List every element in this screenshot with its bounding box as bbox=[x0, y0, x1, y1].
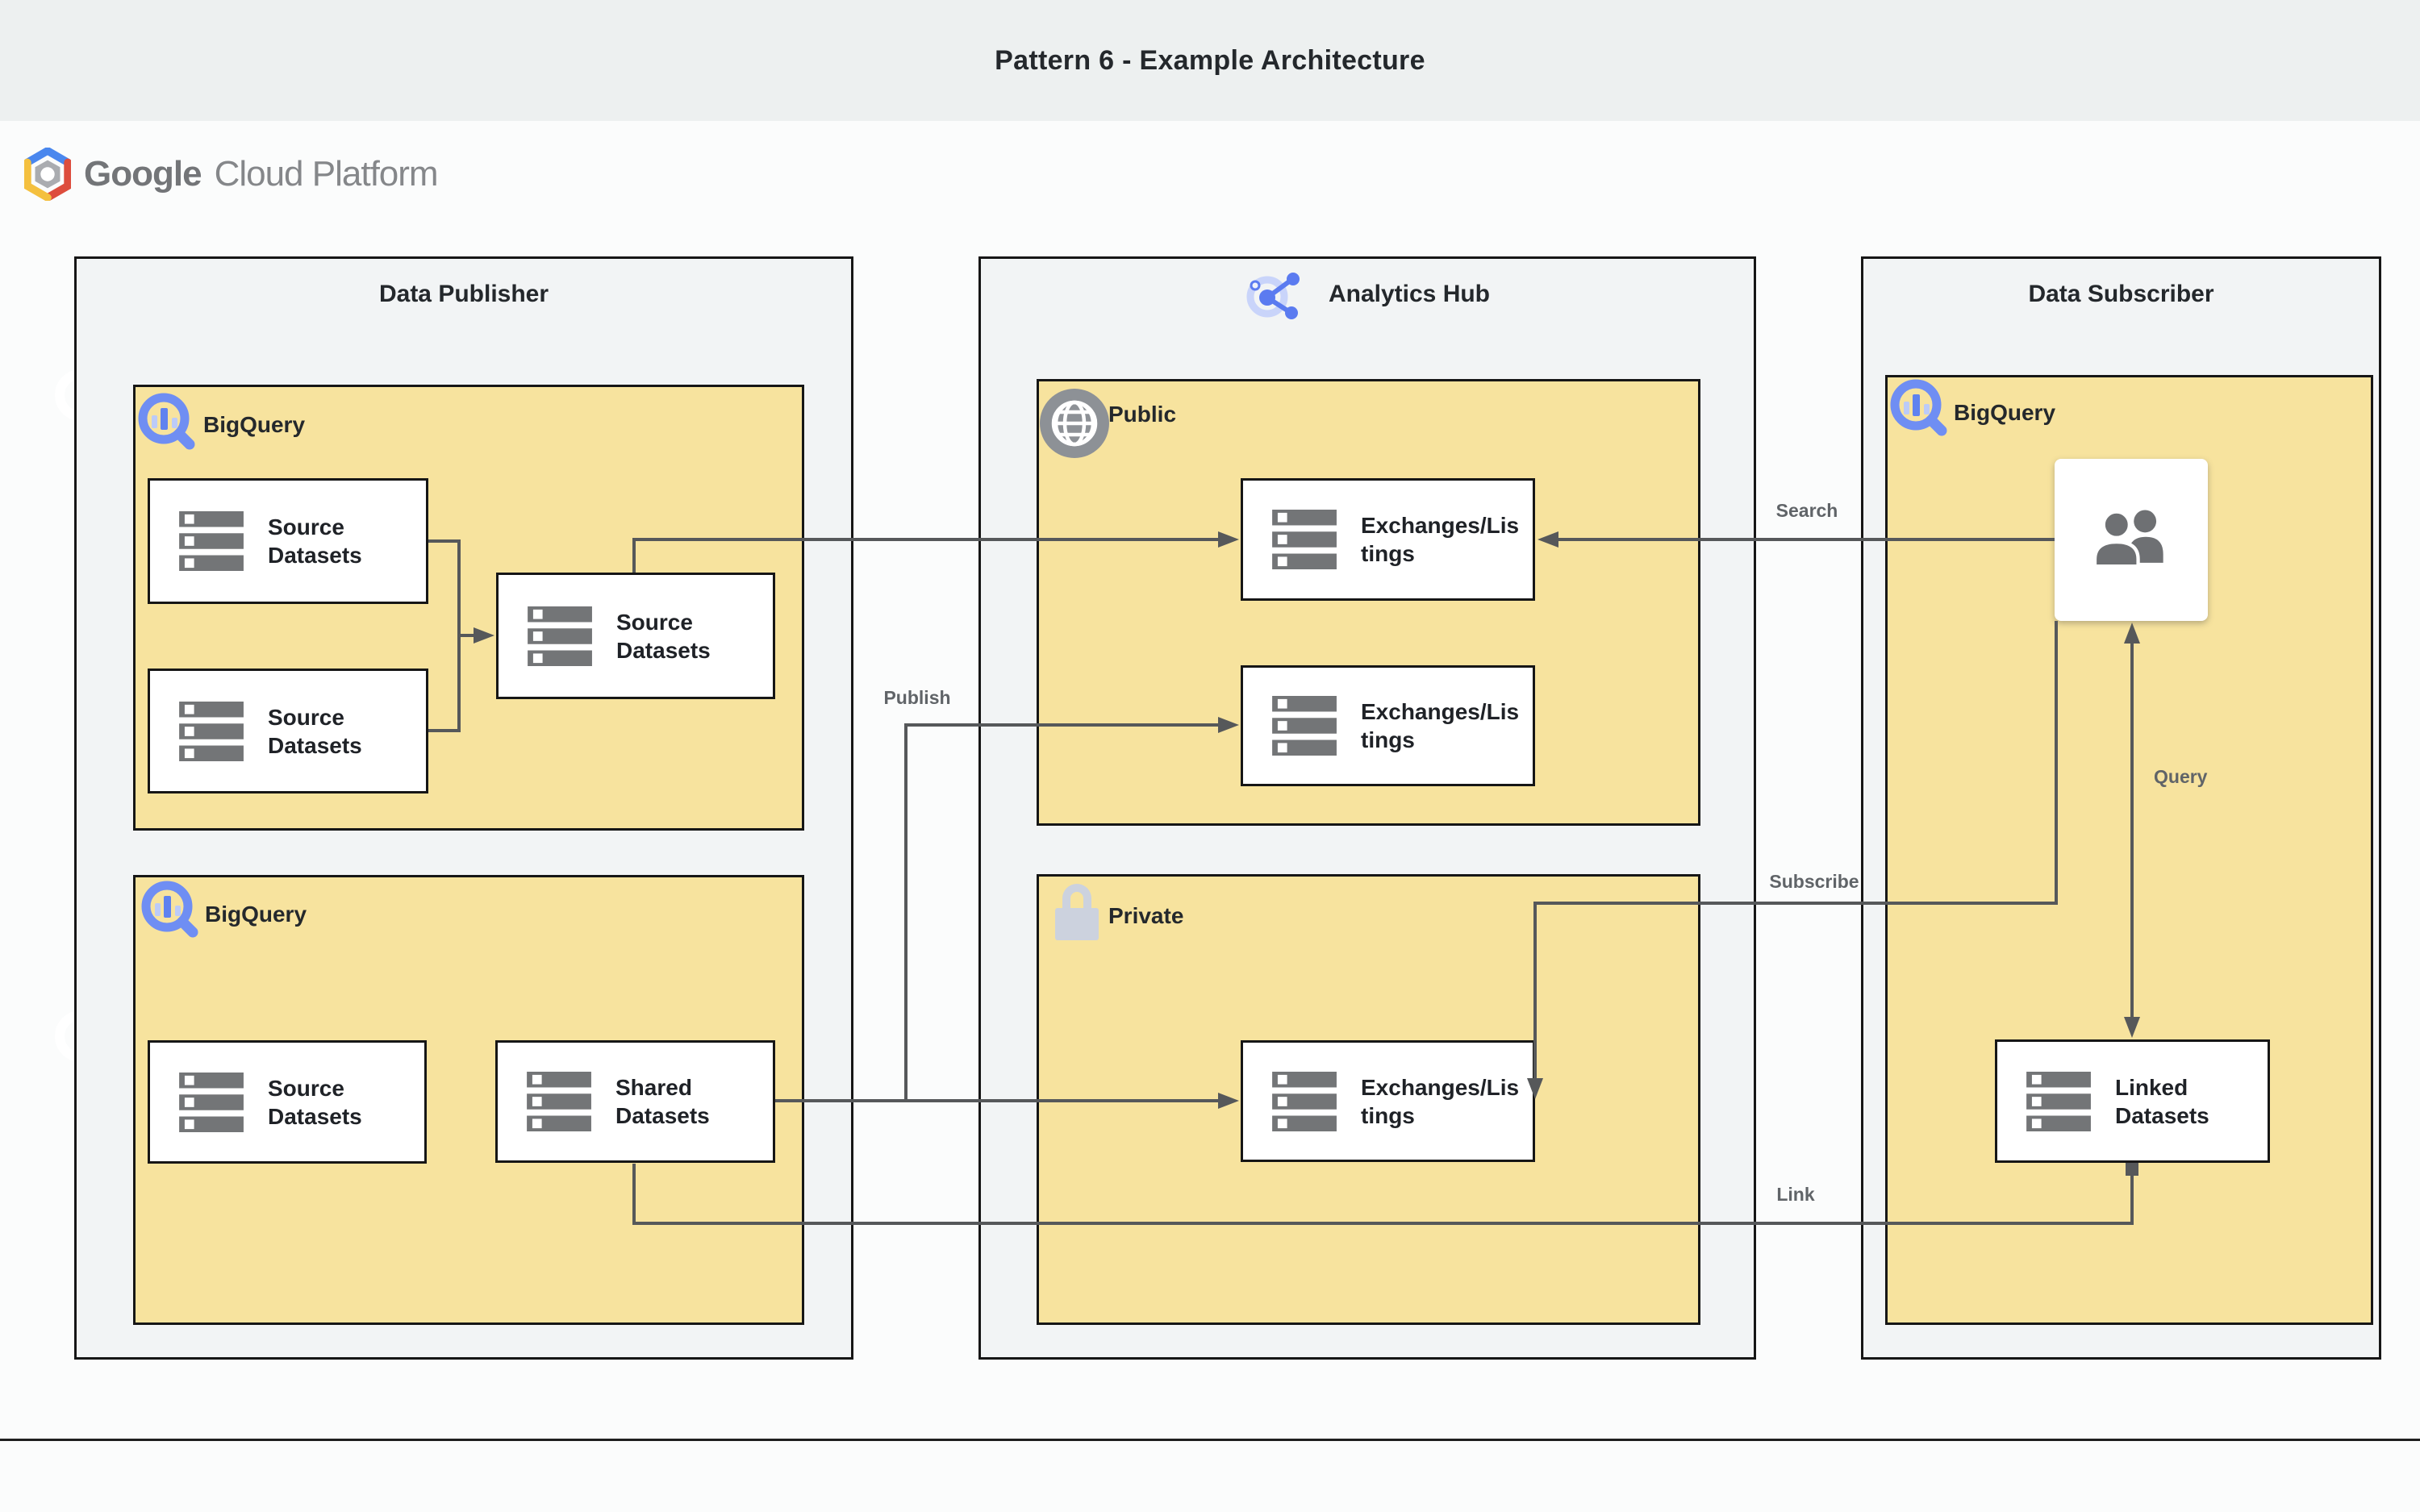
public-zone-label: Public bbox=[1108, 402, 1177, 427]
page-title: Pattern 6 - Example Architecture bbox=[995, 45, 1425, 76]
dataset-icon bbox=[1272, 696, 1337, 756]
gcp-hexagon-icon bbox=[24, 148, 71, 201]
private-zone-label: Private bbox=[1108, 903, 1184, 928]
logo-product-text: Cloud Platform bbox=[214, 154, 439, 194]
dataset-icon bbox=[527, 1072, 591, 1131]
gcp-logo: Google Cloud Platform bbox=[24, 145, 439, 203]
logo-brand-text: Google bbox=[84, 154, 202, 194]
analytics-hub-header: Analytics Hub bbox=[978, 269, 1756, 319]
bigquery-icon bbox=[1890, 379, 1947, 436]
dataset-icon bbox=[179, 701, 244, 761]
bigquery-label: BigQuery bbox=[1954, 400, 2056, 425]
subscriber-users-card bbox=[2055, 459, 2208, 621]
search-edge-label: Search bbox=[1775, 500, 1838, 521]
lock-icon bbox=[1055, 884, 1099, 942]
dataset-icon bbox=[2026, 1071, 2091, 1131]
title-banner: Pattern 6 - Example Architecture bbox=[0, 0, 2420, 121]
data-publisher-title: Data Publisher bbox=[378, 281, 549, 307]
query-edge-label: Query bbox=[2154, 766, 2208, 787]
publish-edge-label: Publish bbox=[883, 687, 951, 708]
two-people-icon bbox=[2092, 510, 2163, 568]
dataset-icon bbox=[179, 511, 244, 571]
canvas-bottom-border bbox=[0, 1439, 2420, 1441]
dataset-icon bbox=[528, 606, 592, 666]
link-edge-label: Link bbox=[1776, 1184, 1815, 1205]
dataset-icon bbox=[1272, 1071, 1337, 1131]
bigquery-icon bbox=[138, 393, 195, 450]
analytics-hub-title: Analytics Hub bbox=[1328, 281, 1491, 307]
data-subscriber-title: Data Subscriber bbox=[2028, 281, 2214, 307]
dataset-icon bbox=[1272, 510, 1337, 569]
subscribe-edge-label: Subscribe bbox=[1769, 871, 1859, 892]
analytics-hub-icon bbox=[1246, 273, 1300, 319]
bigquery-label: BigQuery bbox=[203, 412, 306, 437]
bigquery-icon bbox=[141, 881, 198, 938]
globe-icon bbox=[1040, 389, 1109, 458]
bigquery-label: BigQuery bbox=[205, 902, 307, 927]
dataset-icon bbox=[179, 1072, 244, 1132]
